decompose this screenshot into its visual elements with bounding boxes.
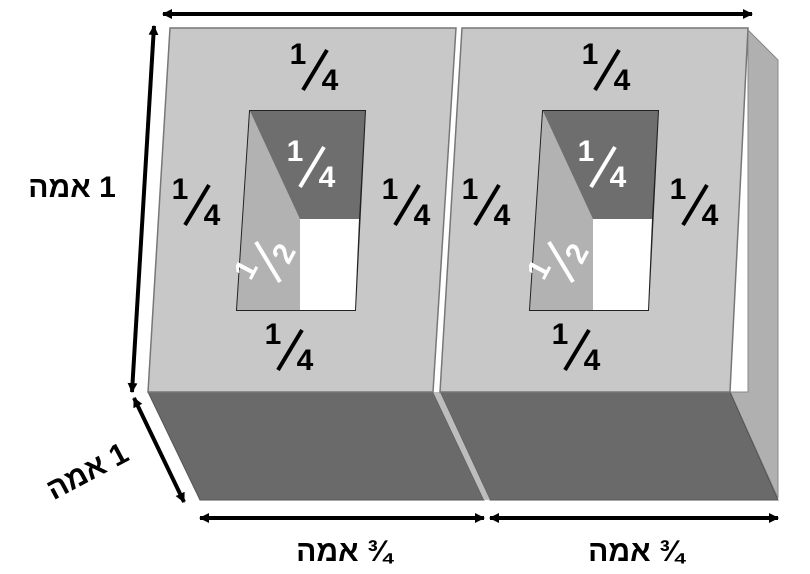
right-right-fraction: 1 4 [670, 173, 719, 232]
fraction-denominator: 4 [319, 161, 336, 194]
fraction-denominator: 4 [610, 161, 627, 194]
fraction-numerator: 1 [462, 173, 479, 206]
fraction-numerator: 1 [670, 173, 687, 206]
right-left-fraction: 1 4 [462, 173, 511, 232]
right-bottom-fraction: 1 4 [552, 318, 601, 377]
fraction-bar [473, 183, 501, 227]
fraction-numerator: 1 [582, 38, 599, 71]
fraction-denominator: 4 [414, 199, 431, 232]
left-inner-quarter-fraction: 1 4 [287, 135, 336, 194]
right-hole-white-opening [593, 219, 652, 310]
right-hole-light-side [530, 111, 593, 310]
right-hole-dark-top [543, 111, 658, 219]
fraction-numerator: 1 [578, 135, 595, 168]
brick-gap-strip [433, 392, 490, 500]
right-top-fraction: 1 4 [582, 38, 631, 97]
depth-label: 1 אמה [41, 436, 134, 506]
left-hole-white-opening [300, 219, 359, 310]
fraction-bar [393, 183, 421, 227]
brick-left-bottom-face [147, 391, 485, 501]
fraction-numerator: 1 [265, 318, 282, 351]
height-label: 1 אמה [28, 171, 116, 204]
fraction-denominator: 4 [702, 199, 719, 232]
fraction-bar [589, 145, 617, 189]
fraction-bar [301, 48, 329, 92]
fraction-denominator: 4 [494, 199, 511, 232]
left-right-fraction: 1 4 [382, 173, 431, 232]
fraction-bar [593, 48, 621, 92]
fraction-numerator: 1 [382, 173, 399, 206]
fraction-denominator: 4 [204, 199, 221, 232]
left-hole-dark-top [250, 111, 365, 219]
fraction-numerator: 1 [290, 38, 307, 71]
left-left-fraction: 1 4 [172, 173, 221, 232]
fraction-denominator: 4 [322, 64, 339, 97]
fraction-numerator: 1 [552, 318, 569, 351]
fraction-denominator: 4 [614, 64, 631, 97]
height-arrow [127, 25, 159, 393]
fraction-numerator: 1 [172, 173, 189, 206]
left-bottom-fraction: 1 4 [265, 318, 314, 377]
left-hole [235, 110, 367, 311]
right-inner-quarter-fraction: 1 4 [578, 135, 627, 194]
fraction-bar [254, 240, 282, 284]
fraction-bar [681, 183, 709, 227]
fraction-bar [276, 328, 304, 372]
bottom-right-width-label: ¾ אמה [588, 535, 687, 568]
fraction-numerator: 1 [287, 135, 304, 168]
fraction-bar [183, 183, 211, 227]
left-hole-light-side [237, 111, 300, 310]
fraction-bar [298, 145, 326, 189]
brick-right-bottom-face [439, 391, 779, 501]
fraction-bar [547, 240, 575, 284]
depth-arrow [132, 397, 186, 503]
fraction-bar [563, 328, 591, 372]
left-top-fraction: 1 4 [290, 38, 339, 97]
fraction-denominator: 4 [297, 344, 314, 377]
fraction-denominator: 4 [584, 344, 601, 377]
bottom-left-width-label: ¾ אמה [296, 535, 395, 568]
